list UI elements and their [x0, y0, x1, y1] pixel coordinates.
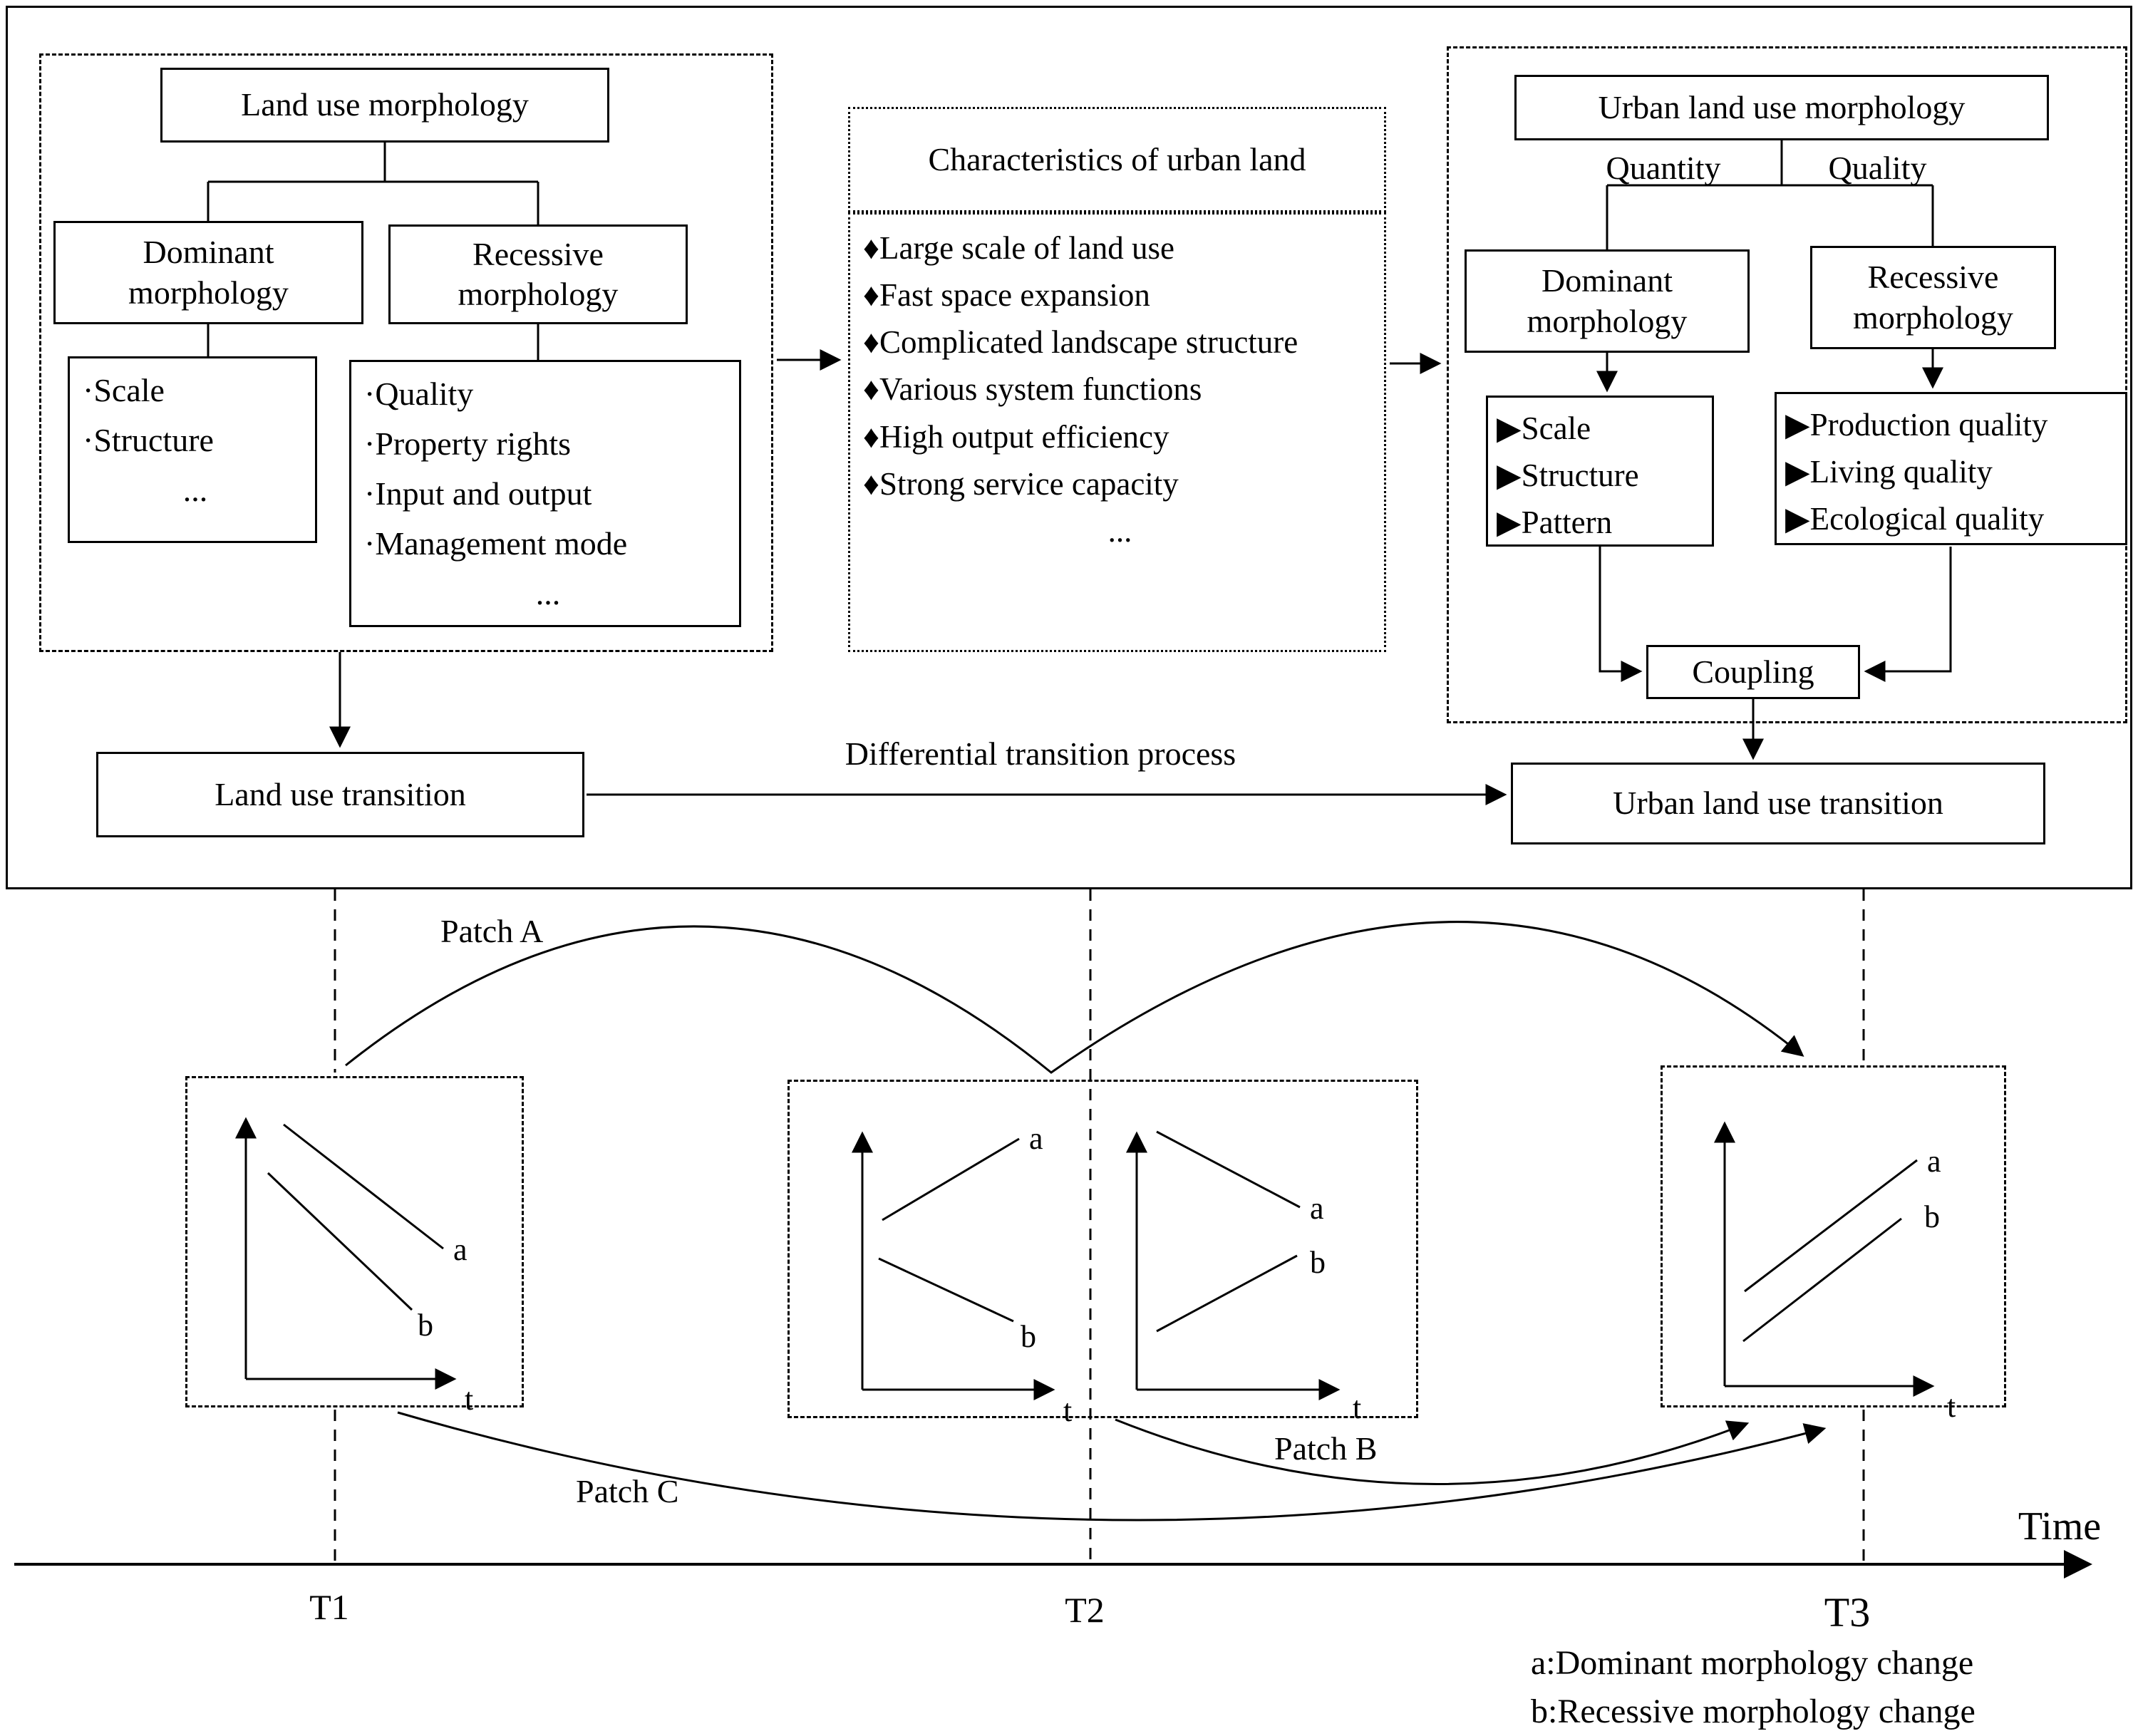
arrow-recessive-to-coupling [1864, 547, 1952, 682]
list-item: ▶Production quality [1785, 407, 2048, 443]
quality-label: Quality [1828, 150, 1927, 186]
list-item: ♦High output efficiency [863, 418, 1169, 455]
line-b-label: b [1310, 1245, 1326, 1280]
list-item: ♦Strong service capacity [863, 465, 1179, 502]
list-item: ·Management mode [364, 525, 628, 562]
list-item: ▶Pattern [1497, 505, 1613, 541]
recessive-detail-box: ·Quality ·Property rights ·Input and out… [349, 360, 741, 627]
dominant-morphology-label: Dominant morphology [128, 234, 289, 311]
urban-recessive-morphology-box: Recessive morphology [1810, 246, 2056, 349]
trend-line-b [1742, 1217, 1902, 1343]
right-panel-tree-connectors [1596, 140, 1952, 760]
list-item: ▶Scale [1497, 410, 1591, 446]
t1-graph-panel [185, 1076, 524, 1407]
line-a-label: a [1029, 1121, 1043, 1156]
dominant-detail-box: ·Scale ·Structure ... [68, 356, 317, 543]
line-a-label: a [453, 1232, 468, 1267]
t3-graph-panel [1661, 1065, 2006, 1407]
urban-land-use-transition-label: Urban land use transition [1613, 785, 1943, 822]
patch-curves: Patch A Patch B Patch C [345, 913, 1827, 1521]
list-item: ·Scale [83, 372, 165, 408]
patch-b-curve [1115, 1418, 1750, 1486]
line-a-label: a [1927, 1144, 1941, 1179]
urban-land-use-morphology-label: Urban land use morphology [1598, 88, 1966, 125]
urban-dominant-morphology-label: Dominant morphology [1527, 262, 1688, 339]
urban-land-use-morphology-box: Urban land use morphology [1514, 75, 2049, 140]
line-b-label: b [1924, 1199, 1940, 1234]
trend-line-a [283, 1123, 444, 1250]
land-use-morphology-panel [39, 53, 773, 652]
t2-graph-panel [787, 1080, 1418, 1418]
legend-a: a:Dominant morphology change [1531, 1644, 1974, 1682]
list-item: ·Quality [364, 376, 474, 412]
list-item: ·Property rights [364, 425, 572, 462]
urban-dominant-morphology-box: Dominant morphology [1465, 249, 1750, 353]
list-item: ·Input and output [364, 475, 592, 512]
list-item: ·Structure [83, 421, 214, 458]
characteristics-list-box: ♦Large scale of land use ♦Fast space exp… [848, 212, 1386, 652]
trend-line-a [1156, 1130, 1301, 1209]
list-item: ... [1107, 512, 1132, 549]
trend-line-b [878, 1257, 1014, 1323]
flow-arrows [329, 349, 1507, 805]
t2-mini-graph-left: a b t [852, 1121, 1072, 1428]
tick-t1: T1 [309, 1587, 349, 1627]
trend-line-b [1156, 1254, 1298, 1333]
recessive-morphology-label: Recessive morphology [458, 235, 619, 312]
land-use-morphology-label: Land use morphology [241, 86, 529, 123]
legend: a:Dominant morphology change b:Recessive… [1531, 1639, 1976, 1736]
t2-mini-graph-right: a b t [1126, 1130, 1361, 1425]
trend-line-a [882, 1137, 1020, 1221]
land-use-transition-label: Land use transition [215, 775, 466, 812]
differential-transition-process-label: Differential transition process [845, 735, 1236, 772]
list-item: ... [535, 574, 561, 611]
list-item: ♦Large scale of land use [863, 230, 1174, 266]
line-a-label: a [1310, 1191, 1324, 1226]
t-axis-label: t [1063, 1393, 1072, 1428]
tick-t2: T2 [1065, 1590, 1105, 1630]
line-b-label: b [1021, 1319, 1036, 1354]
trend-line-b [267, 1172, 413, 1311]
urban-land-use-morphology-panel [1447, 46, 2127, 723]
t1-mini-graph: a b t [235, 1117, 473, 1417]
patch-a-curve [345, 921, 1804, 1074]
legend-b: b:Recessive morphology change [1531, 1693, 1976, 1731]
recessive-morphology-box: Recessive morphology [388, 224, 688, 324]
dominant-morphology-box: Dominant morphology [53, 221, 363, 324]
patch-c-label: Patch C [576, 1473, 678, 1509]
time-axis-title: Time [2018, 1504, 2101, 1549]
t-axis-label: t [465, 1382, 473, 1417]
top-section-frame [6, 6, 2132, 889]
arrow-dominant-to-coupling [1599, 547, 1643, 682]
characteristics-header-box: Characteristics of urban land [848, 107, 1386, 212]
trend-line-a [1744, 1159, 1918, 1293]
list-item: ... [182, 471, 208, 508]
list-item: ▶Ecological quality [1785, 501, 2045, 537]
left-panel-tree-connectors [207, 143, 539, 360]
characteristics-title: Characteristics of urban land [928, 140, 1306, 177]
urban-dominant-detail-box: ▶Scale ▶Structure ▶Pattern [1486, 396, 1714, 547]
coupling-label: Coupling [1692, 653, 1814, 690]
list-item: ♦Complicated landscape structure [863, 324, 1298, 361]
land-use-transition-box: Land use transition [96, 752, 584, 837]
patch-c-curve [397, 1411, 1827, 1521]
patch-b-label: Patch B [1274, 1430, 1377, 1467]
urban-recessive-detail-box: ▶Production quality ▶Living quality ▶Eco… [1775, 392, 2127, 545]
patch-a-label: Patch A [440, 913, 543, 949]
urban-land-use-transition-box: Urban land use transition [1511, 763, 2045, 844]
list-item: ▶Living quality [1785, 454, 1993, 490]
list-item: ♦Fast space expansion [863, 277, 1150, 314]
dashed-time-reference-lines [334, 889, 1865, 1564]
quantity-label: Quantity [1606, 150, 1721, 186]
land-use-morphology-box: Land use morphology [160, 68, 609, 143]
t3-mini-graph: a b t [1714, 1121, 1956, 1424]
time-axis: Time T1 T2 T3 [14, 1504, 2101, 1636]
line-b-label: b [418, 1308, 433, 1343]
coupling-box: Coupling [1646, 645, 1860, 699]
list-item: ♦Various system functions [863, 371, 1202, 408]
list-item: ▶Structure [1497, 458, 1639, 494]
tick-t3: T3 [1824, 1589, 1870, 1636]
urban-recessive-morphology-label: Recessive morphology [1853, 259, 2013, 336]
